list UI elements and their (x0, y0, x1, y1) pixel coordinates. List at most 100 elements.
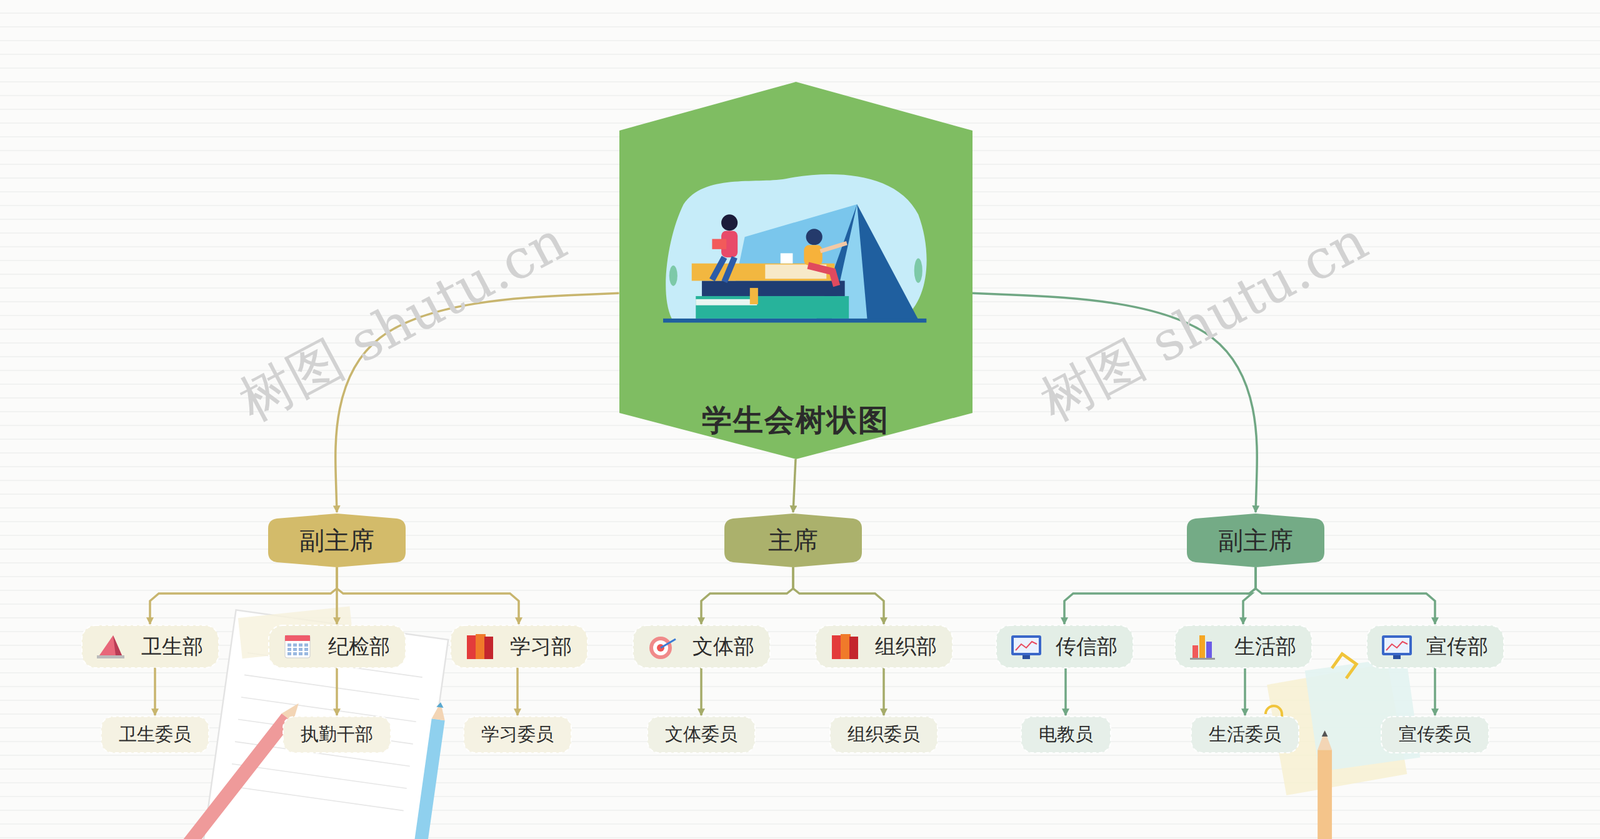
department-shape (268, 625, 406, 669)
department-icon (1381, 635, 1412, 660)
node-label: 宣传部 (1426, 633, 1489, 662)
member-box: 执勤干部 (283, 716, 391, 754)
text-holder: 文体部 (692, 633, 755, 662)
department-shape (450, 625, 588, 669)
connector (1243, 668, 1247, 716)
member-shape (283, 716, 391, 754)
leader-shape (268, 513, 406, 568)
node-label: 主席 (768, 523, 819, 559)
member-shape (1021, 716, 1111, 754)
node-label: 学习部 (510, 633, 572, 662)
leader-box: 副主席 (1186, 513, 1325, 568)
paper-clip (1331, 654, 1357, 679)
department-icon (1011, 635, 1042, 660)
node-label: 电教员 (1038, 722, 1094, 748)
department-icon (831, 634, 859, 660)
connector (336, 567, 519, 625)
node-label: 生活部 (1234, 633, 1297, 662)
connector (1064, 668, 1067, 716)
watermark: 树图 shutu.cn (1028, 205, 1381, 439)
member-box: 学习委员 (463, 716, 572, 754)
text-holder: 执勤干部 (300, 722, 374, 748)
connector (516, 668, 519, 716)
department-box: 宣传部 (1366, 625, 1504, 669)
leader-box: 主席 (724, 513, 862, 568)
connector (700, 668, 703, 716)
member-shape (1381, 716, 1489, 754)
node-label: 学习委员 (481, 722, 554, 748)
department-icon (1190, 635, 1215, 660)
node-label: 学生会树状图 (701, 400, 890, 441)
connector (1064, 567, 1256, 625)
node-label: 副主席 (299, 523, 375, 559)
connector (793, 459, 796, 513)
department-shape (633, 625, 770, 669)
department-box: 文体部 (633, 625, 770, 669)
department-shape (815, 625, 953, 669)
department-box: 纪检部 (268, 625, 406, 669)
department-icon (649, 636, 676, 660)
department-icon (285, 635, 310, 659)
connector (1255, 567, 1435, 625)
member-box: 电教员 (1021, 716, 1111, 754)
member-shape (647, 716, 755, 754)
reading-illustration (663, 174, 927, 323)
leader-box: 副主席 (268, 513, 406, 568)
node-label: 组织部 (875, 633, 937, 662)
root-shape (619, 81, 973, 460)
connector (1433, 668, 1437, 716)
member-shape (1191, 716, 1299, 754)
text-holder: 卫生委员 (118, 722, 192, 748)
leader-shape (1186, 513, 1325, 568)
member-shape (101, 716, 209, 754)
department-box: 生活部 (1175, 625, 1312, 669)
text-holder: 副主席 (1218, 523, 1294, 559)
node-label: 卫生委员 (118, 722, 192, 748)
text-holder: 卫生部 (141, 633, 204, 662)
text-holder: 主席 (768, 523, 819, 559)
pencil (411, 701, 448, 839)
member-box: 卫生委员 (101, 716, 209, 754)
node-label: 纪检部 (328, 633, 390, 662)
department-shape (1366, 625, 1504, 669)
text-holder: 生活委员 (1208, 722, 1282, 748)
text-holder: 生活部 (1234, 633, 1297, 662)
department-shape (1175, 625, 1312, 669)
text-holder: 宣传部 (1426, 633, 1489, 662)
text-holder: 纪检部 (328, 633, 390, 662)
text-holder: 宣传委员 (1398, 722, 1472, 748)
text-holder: 传信部 (1055, 633, 1118, 662)
text-holder: 电教员 (1038, 722, 1094, 748)
member-box: 宣传委员 (1381, 716, 1489, 754)
member-box: 文体委员 (647, 716, 755, 754)
member-shape (463, 716, 572, 754)
connector (1243, 567, 1256, 625)
node-label: 卫生部 (141, 633, 204, 662)
node-label: 宣传委员 (1398, 722, 1472, 748)
pencil (1317, 730, 1332, 839)
node-label: 传信部 (1055, 633, 1118, 662)
text-holder: 组织部 (875, 633, 937, 662)
text-holder: 组织委员 (847, 722, 920, 748)
department-box: 学习部 (450, 625, 588, 669)
text-holder: 学习委员 (481, 722, 554, 748)
department-box: 组织部 (815, 625, 953, 669)
node-label: 组织委员 (847, 722, 920, 748)
connector (701, 567, 794, 625)
node-label: 副主席 (1218, 523, 1294, 559)
node-label: 生活委员 (1208, 722, 1282, 748)
node-label: 文体部 (692, 633, 755, 662)
member-shape (830, 716, 938, 754)
leader-shape (724, 513, 862, 568)
department-shape (996, 625, 1134, 669)
node-label: 文体委员 (665, 722, 738, 748)
department-icon (466, 634, 494, 660)
connector (150, 567, 337, 625)
connector (335, 668, 339, 716)
department-box: 传信部 (996, 625, 1134, 669)
watermark: 树图 shutu.cn (227, 205, 580, 439)
department-icon (96, 635, 125, 659)
text-holder: 学生会树状图 (701, 400, 890, 441)
notepad (203, 610, 449, 839)
